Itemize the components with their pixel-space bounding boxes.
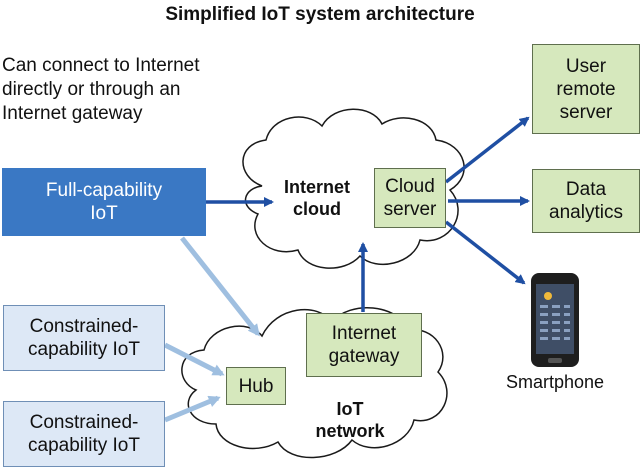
user-remote-server-box: User remote server (532, 44, 640, 134)
arrow-constrained-1-to-hub (163, 342, 225, 377)
cloud-server-box: Cloud server (374, 168, 446, 228)
connection-note: Can connect to Internet directly or thro… (2, 55, 200, 124)
internet-cloud-label: Internet cloud (283, 177, 350, 219)
hub-box: Hub (226, 367, 286, 405)
iot-network-label: IoT network (315, 399, 385, 441)
constrained-iot-box-2: Constrained- capability IoT (3, 401, 165, 467)
internet-cloud-shape (242, 108, 465, 269)
diagram-title: Simplified IoT system architecture (165, 4, 475, 25)
full-capability-iot-box: Full-capability IoT (2, 168, 206, 236)
arrow-full-iot-to-hub (180, 236, 260, 337)
arrow-cloud-server-to-user-remote-server (444, 116, 530, 184)
constrained-iot-box-1: Constrained- capability IoT (3, 305, 165, 371)
arrow-constrained-2-to-hub (164, 395, 221, 423)
arrow-cloud-server-to-smartphone (444, 220, 526, 285)
internet-gateway-box: Internet gateway (306, 313, 422, 377)
data-analytics-box: Data analytics (532, 169, 640, 233)
smartphone-label: Smartphone (505, 372, 605, 392)
smartphone-icon (531, 273, 579, 367)
